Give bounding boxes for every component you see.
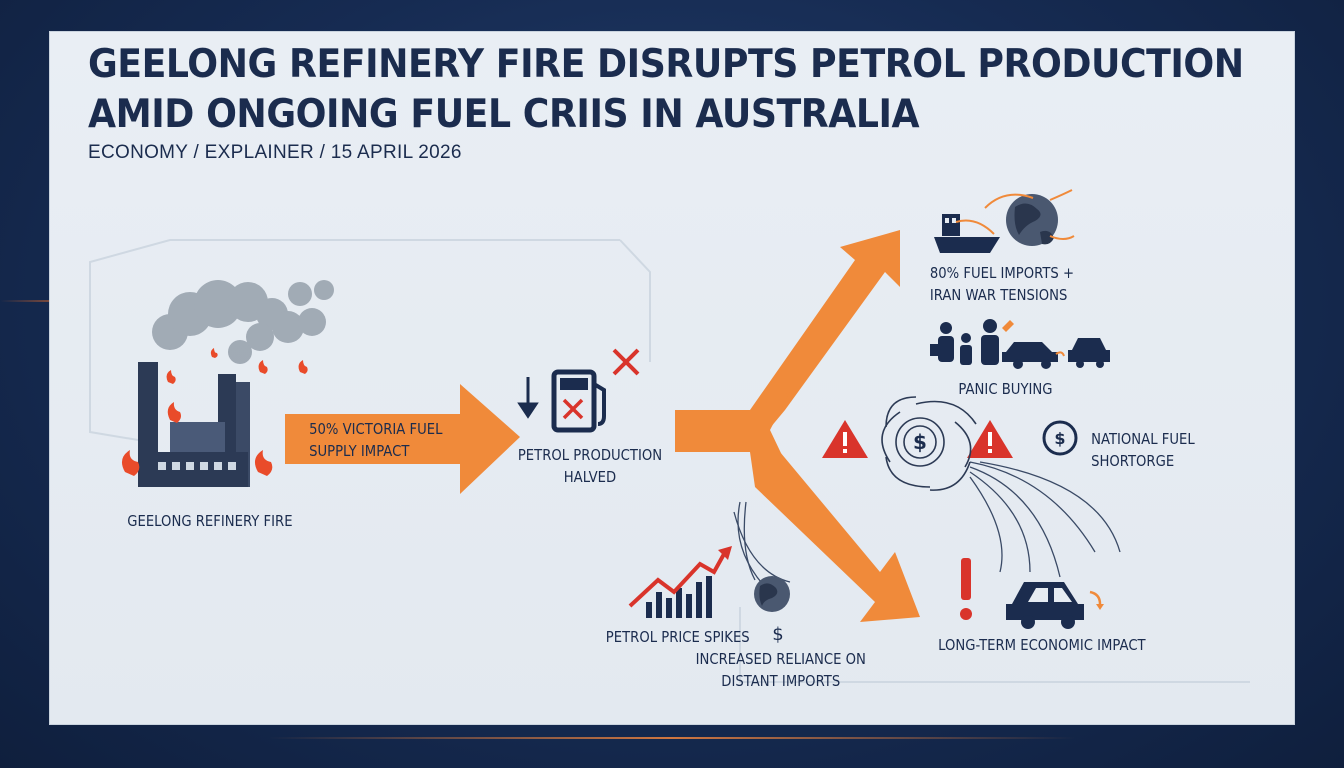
dollar-icon: $ bbox=[1042, 420, 1078, 456]
svg-text:$: $ bbox=[772, 624, 783, 645]
smoke-icon bbox=[152, 280, 334, 364]
title-line-2: AMID ONGOING FUEL CRIIS IN AUSTRALIA bbox=[88, 92, 920, 137]
node-shortage-label: NATIONAL FUEL SHORTORGE bbox=[1091, 428, 1195, 472]
ship-icon bbox=[934, 214, 1000, 253]
main-flow-arrows bbox=[285, 230, 920, 622]
red-x-icon bbox=[612, 348, 640, 376]
people-icon bbox=[930, 319, 1014, 365]
arrow-branch-up bbox=[675, 230, 900, 452]
arrow-refinery-to-production bbox=[285, 384, 520, 494]
shortage-line-2: SHORTORGE bbox=[1091, 452, 1175, 470]
infographic-panel: GEELONG REFINERY FIRE DISRUPTS PETROL PR… bbox=[50, 32, 1294, 724]
article-meta: ECONOMY / EXPLAINER / 15 APRIL 2026 bbox=[88, 142, 462, 163]
reliance-globe-icon: $ bbox=[754, 576, 790, 645]
car-icon bbox=[1002, 338, 1110, 369]
svg-text:$: $ bbox=[1054, 429, 1065, 448]
node-refinery-label: GEELONG REFINERY FIRE bbox=[127, 512, 293, 530]
cyclone-icon: $ bbox=[881, 396, 977, 491]
exclamation-icon bbox=[960, 558, 972, 620]
node-panic-label: PANIC BUYING bbox=[958, 380, 1053, 398]
svg-text:$: $ bbox=[913, 430, 927, 454]
node-production-label: PETROL PRODUCTION HALVED bbox=[518, 444, 662, 488]
supply-impact-line-2: SUPPLY IMPACT bbox=[309, 442, 410, 460]
branch-chevron bbox=[750, 392, 790, 472]
imports-line-2: IRAN WAR TENSIONS bbox=[929, 286, 1068, 304]
shortage-line-1: NATIONAL FUEL bbox=[1091, 430, 1195, 448]
node-imports-label: 80% FUEL IMPORTS + IRAN WAR TENSIONS bbox=[930, 262, 1074, 306]
background-circuit-lines bbox=[89, 239, 1250, 683]
warning-icon bbox=[822, 420, 868, 458]
down-arrow-icon bbox=[517, 377, 539, 419]
rising-chart-icon bbox=[628, 546, 732, 618]
pump-x-icon bbox=[562, 398, 584, 420]
title-line-1: GEELONG REFINERY FIRE DISRUPTS PETROL PR… bbox=[88, 42, 1244, 87]
node-supply-impact-label: 50% VICTORIA FUEL SUPPLY IMPACT bbox=[309, 418, 442, 462]
reliance-line-1: INCREASED RELIANCE ON bbox=[695, 650, 866, 668]
node-longterm-label: LONG-TERM ECONOMIC IMPACT bbox=[938, 636, 1146, 654]
globe-icon bbox=[984, 189, 1075, 246]
arrow-branch-down bbox=[675, 410, 920, 622]
node-price-label: PETROL PRICE SPIKES bbox=[605, 628, 750, 646]
decorative-glow-left bbox=[0, 300, 60, 302]
production-line-1: PETROL PRODUCTION bbox=[517, 446, 663, 464]
reliance-line-2: DISTANT IMPORTS bbox=[721, 672, 841, 690]
production-line-2: HALVED bbox=[563, 468, 617, 486]
fuel-pump-icon bbox=[551, 369, 606, 433]
node-reliance-label: INCREASED RELIANCE ON DISTANT IMPORTS bbox=[696, 648, 866, 692]
longterm-car-icon bbox=[1006, 582, 1104, 629]
warning-icon-right bbox=[967, 420, 1013, 458]
refinery-icon bbox=[121, 280, 334, 487]
page-title: GEELONG REFINERY FIRE DISRUPTS PETROL PR… bbox=[88, 40, 1244, 140]
fire-icon bbox=[121, 348, 308, 476]
decorative-glow-bottom bbox=[0, 737, 1344, 739]
flow-diagram: $ $ $ bbox=[89, 189, 1250, 683]
imports-line-1: 80% FUEL IMPORTS + bbox=[929, 264, 1075, 282]
supply-impact-line-1: 50% VICTORIA FUEL bbox=[309, 420, 443, 438]
flow-swirl-lines bbox=[733, 461, 1121, 593]
